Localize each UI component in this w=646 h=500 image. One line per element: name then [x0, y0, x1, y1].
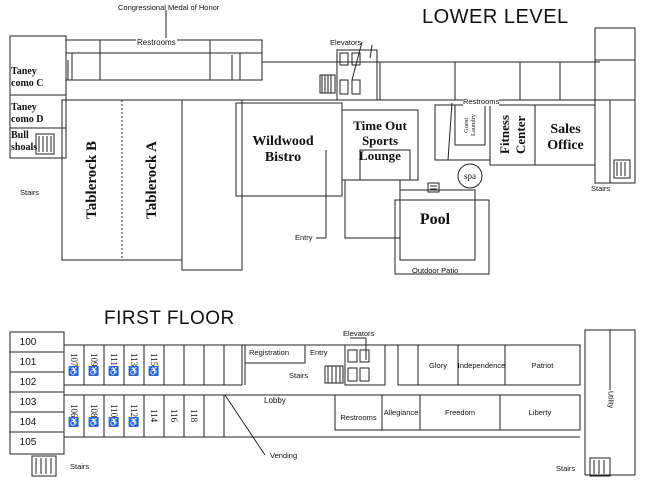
wheelchair-icon: ♿ [68, 366, 80, 377]
room-spa[interactable]: spa [464, 171, 476, 181]
room-108[interactable]: 108 ♿ [84, 396, 104, 436]
room-liberty[interactable]: Liberty [528, 408, 552, 417]
room-109[interactable]: 109 ♿ [84, 346, 104, 384]
room-109-label: 109 [89, 352, 99, 367]
utility-label: Utility [606, 391, 614, 409]
room-110-label: 110 [109, 403, 119, 418]
fitness-center-label: Fitness Center [496, 115, 528, 155]
wheelchair-icon: ♿ [128, 366, 140, 377]
wheelchair-icon: ♿ [88, 417, 100, 428]
entry-first-label: Entry [310, 348, 328, 357]
wheelchair-icon: ♿ [128, 417, 140, 428]
room-114-label: 114 [149, 409, 159, 423]
stairs-first-left-label: Stairs [70, 462, 90, 471]
room-allegiance[interactable]: Allegiance [383, 408, 419, 417]
first-floor-walls [9, 329, 636, 477]
room-118[interactable]: 118 [184, 396, 204, 436]
room-107-label: 107 [69, 352, 79, 367]
room-113-label: 113 [129, 352, 139, 367]
room-108-label: 108 [89, 403, 99, 418]
guest-laundry-label: Guest Laundry [463, 113, 477, 137]
room-104[interactable]: 104 [19, 416, 37, 428]
room-glory[interactable]: Glory [429, 360, 447, 370]
room-100[interactable]: 100 [19, 336, 37, 348]
room-guest-laundry[interactable]: Guest Laundry [455, 106, 485, 144]
registration-label: Registration [249, 348, 290, 357]
room-105[interactable]: 105 [19, 436, 37, 448]
lobby-label[interactable]: Lobby [264, 396, 286, 405]
outdoor-patio-label: Outdoor Patio [412, 266, 459, 275]
room-time-out-sports-lounge[interactable]: Time Out Sports Lounge [353, 117, 407, 163]
stairs-first-mid-label: Stairs [289, 371, 309, 380]
room-116-label: 116 [169, 409, 179, 423]
room-111-label: 111 [109, 353, 119, 366]
wheelchair-icon: ♿ [108, 365, 120, 376]
room-115[interactable]: 115 ♿ [144, 346, 164, 384]
room-110[interactable]: 110 ♿ [104, 396, 124, 436]
lower-level-title: LOWER LEVEL [422, 6, 569, 28]
wheelchair-icon: ♿ [108, 417, 120, 428]
vending-label: Vending [270, 451, 298, 460]
elevators-lower-label: Elevators [330, 38, 362, 47]
room-tablerock-a[interactable]: Tablerock A [122, 100, 182, 260]
room-fitness-center[interactable]: Fitness Center [490, 105, 535, 165]
room-111[interactable]: 111 ♿ [104, 346, 124, 384]
room-freedom[interactable]: Freedom [444, 408, 475, 417]
first-floor-title: FIRST FLOOR [104, 308, 235, 329]
room-restrooms[interactable]: Restrooms [340, 413, 377, 422]
restrooms-top-label: Restrooms [136, 38, 177, 47]
room-106[interactable]: 106 ♿ [64, 396, 84, 436]
room-independence[interactable]: Independence [457, 360, 506, 370]
stairs-lower-left-label: Stairs [20, 188, 40, 197]
room-tablerock-b-label: Tablerock B [83, 141, 100, 219]
medal-of-honor-label: Congressional Medal of Honor [118, 3, 220, 12]
room-114[interactable]: 114 [144, 396, 164, 436]
room-116[interactable]: 116 [164, 396, 184, 436]
room-utility[interactable]: Utility [590, 385, 630, 415]
room-112-label: 112 [129, 403, 139, 418]
room-102[interactable]: 102 [19, 376, 37, 388]
room-bull-shoals[interactable]: Bull shoals [11, 130, 38, 153]
elevators-first-label: Elevators [343, 329, 375, 338]
wheelchair-icon: ♿ [148, 366, 160, 377]
room-106-label: 106 [69, 403, 79, 418]
room-taney-como-d[interactable]: Taney como D [11, 102, 44, 125]
room-113[interactable]: 113 ♿ [124, 346, 144, 384]
stairs-first-right-label: Stairs [556, 464, 576, 473]
room-tablerock-b[interactable]: Tablerock B [62, 100, 122, 260]
wheelchair-icon: ♿ [88, 366, 100, 377]
room-pool[interactable]: Pool [419, 211, 451, 228]
stairs-lower-right-label: Stairs [591, 184, 611, 193]
room-115-label: 115 [149, 352, 159, 367]
room-tablerock-a-label: Tablerock A [143, 141, 160, 219]
room-118-label: 118 [189, 409, 199, 423]
room-112[interactable]: 112 ♿ [124, 396, 144, 436]
room-patriot[interactable]: Patriot [531, 360, 554, 370]
room-taney-como-c[interactable]: Taney como C [11, 66, 44, 89]
restrooms-lower-right-label: Restrooms [463, 97, 500, 106]
wheelchair-icon: ♿ [68, 417, 80, 428]
entry-lower-label: Entry [295, 233, 313, 242]
room-101[interactable]: 101 [19, 356, 37, 368]
room-107[interactable]: 107 ♿ [64, 346, 84, 384]
room-sales-office[interactable]: Sales Office [547, 122, 584, 153]
room-103[interactable]: 103 [19, 396, 37, 408]
room-wildwood-bistro[interactable]: Wildwood Bistro [252, 134, 314, 165]
